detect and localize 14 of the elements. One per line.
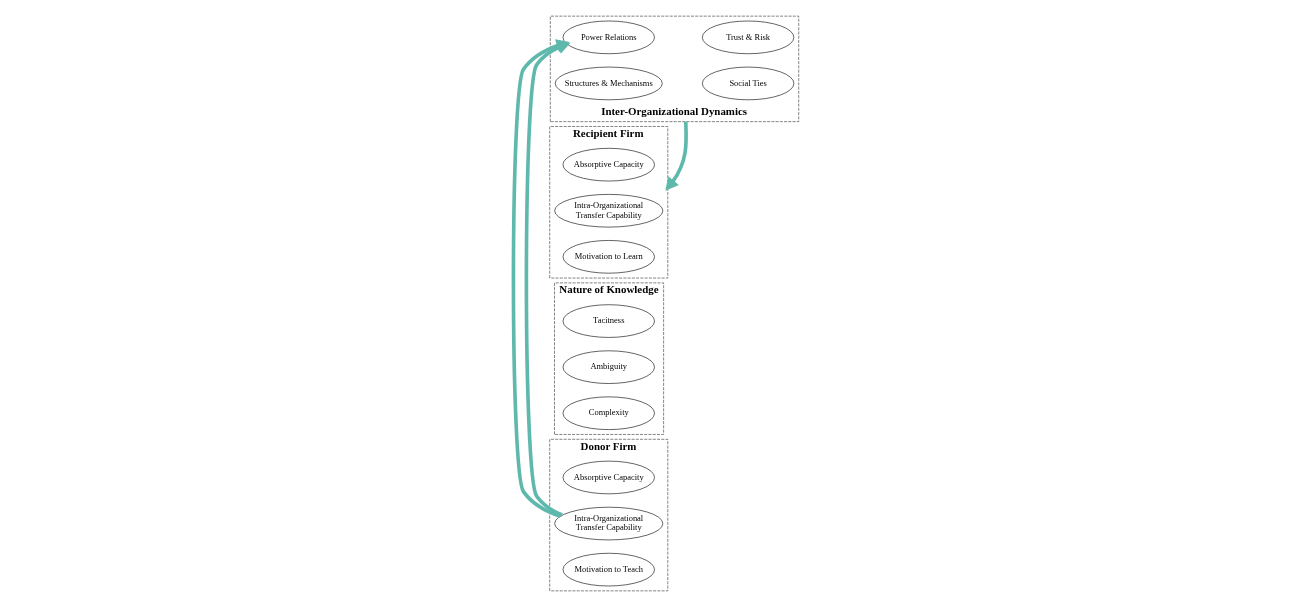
node-ellipse: Motivation to Teach: [562, 552, 655, 587]
node-ellipse: Intra-Organizational Transfer Capability: [553, 194, 663, 228]
node-ellipse: Absorptive Capacity: [562, 148, 655, 182]
node-ellipse: Motivation to Learn: [562, 240, 655, 274]
node-ellipse: Intra-Organizational Transfer Capability: [553, 506, 663, 541]
node-ellipse: Structures & Mechanisms: [554, 66, 663, 101]
node-ellipse: Power Relations: [562, 20, 655, 55]
arrow: [664, 121, 688, 191]
node-ellipse: Absorptive Capacity: [562, 460, 655, 495]
node-ellipse: Social Ties: [701, 66, 794, 101]
node-ellipse: Trust & Risk: [701, 20, 794, 55]
node-ellipse: Tacitness: [562, 304, 655, 338]
node-ellipse: Complexity: [562, 396, 655, 430]
node-ellipse: Ambiguity: [562, 350, 655, 384]
